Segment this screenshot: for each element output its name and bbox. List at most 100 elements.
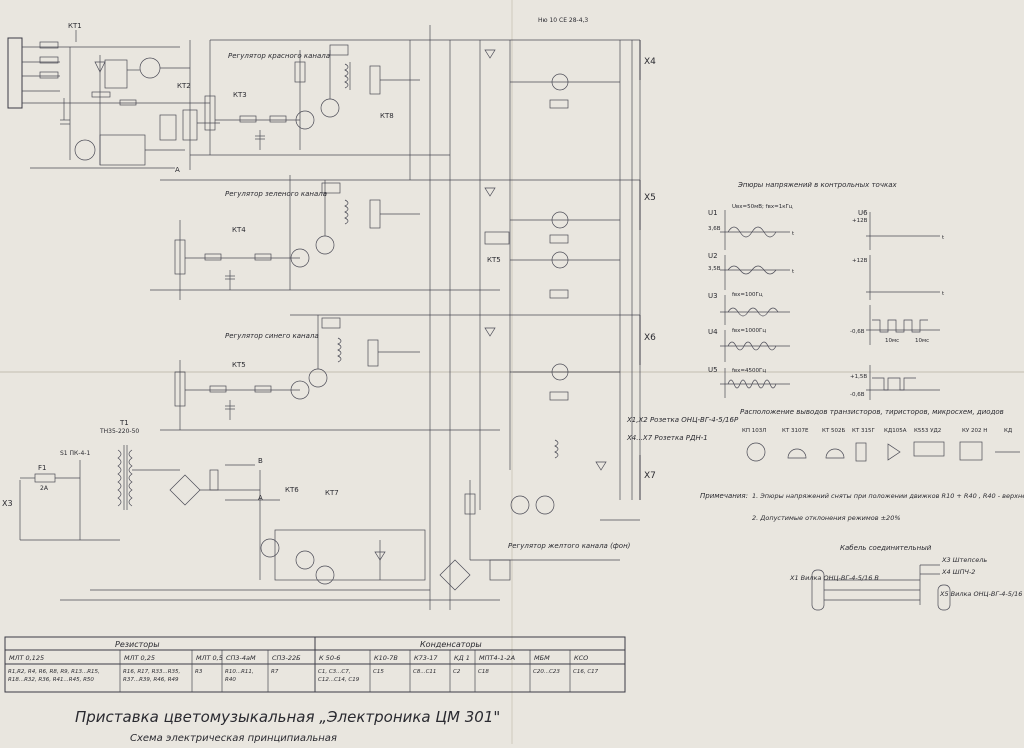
- reg-yellow-label: Регулятор желтого канала (фон): [508, 542, 631, 550]
- point-a2-label: А: [258, 494, 263, 502]
- pinout-title: Расположение выводов транзисторов, тирис…: [740, 408, 1004, 416]
- cable-title: Кабель соединительный: [840, 544, 932, 552]
- note-2: 2. Допустимые отклонения режимов ±20%: [752, 514, 901, 522]
- notes-title: Примечания:: [700, 492, 748, 500]
- wave-u5-note: fвх=4500Гц: [732, 368, 766, 374]
- table-header: КСО: [574, 654, 588, 662]
- pin-part-6: К553 УД2: [914, 428, 941, 434]
- x1x2-note: Х1,Х2 Розетка ОНЦ-ВГ-4-5/16Р: [626, 416, 739, 424]
- wave-u1-amp: 3,6В: [708, 226, 721, 232]
- table-header: К10-7В: [374, 654, 398, 662]
- reg-green-label: Регулятор зеленого канала: [225, 190, 327, 198]
- drawing-subtitle: Схема электрическая принципиальная: [130, 733, 337, 744]
- wave-r-note-1: 10мс: [885, 338, 899, 344]
- table-header: МЛТ 0,125: [9, 654, 44, 662]
- kt6-label: КТ6: [285, 486, 299, 494]
- note-1: 1. Эпюры напряжений сняты при положении …: [752, 492, 1024, 500]
- cable-x4: X4 ШПЧ-2: [941, 568, 975, 576]
- kt5b-label: КТ5: [487, 256, 501, 264]
- table-header: МЛТ 0,25: [124, 654, 155, 662]
- wave-t-4: t: [942, 291, 945, 297]
- capacitors-group: Конденсаторы: [420, 640, 482, 649]
- wave-u1: U1: [708, 209, 718, 217]
- table-cell: С8...С11: [413, 669, 436, 675]
- waveform-section: Эпюры напряжений в контрольных точках U1…: [708, 181, 945, 400]
- x3-label: Х3: [2, 499, 13, 508]
- table-cell: С18: [478, 669, 489, 675]
- table-cell: С2: [453, 669, 461, 675]
- green-channel: Регулятор зеленого канала КТ4: [150, 175, 640, 300]
- wave-r-tick-3: -0,6В: [850, 329, 865, 335]
- f1-value: 2А: [40, 485, 49, 492]
- drawing-title: Приставка цветомузыкальная „Электроника …: [75, 708, 500, 726]
- wave-u4: U4: [708, 328, 718, 336]
- kt1-label: КТ1: [68, 22, 82, 30]
- table-cell: С15: [373, 669, 384, 675]
- transistor-flat-icon: [855, 442, 867, 462]
- ic-pinout-icon: [913, 441, 945, 457]
- point-b-label: В: [258, 457, 263, 465]
- pin-part-8: КД: [1004, 428, 1013, 434]
- table-cell: R10...R11,: [225, 669, 254, 675]
- reg-blue-label: Регулятор синего канала: [225, 332, 319, 340]
- wave-u1-note: Uвх=50мВ; fвх=1кГц: [732, 204, 793, 210]
- parts-table: Резисторы Конденсаторы МЛТ 0,125 МЛТ 0,25…: [4, 636, 626, 693]
- kt5-label: КТ5: [232, 361, 246, 369]
- table-cell: С1, С3...С7,: [318, 669, 351, 675]
- kt3-label: КТ3: [233, 91, 247, 99]
- red-channel: Регулятор красного канала КТ3 КТ8: [190, 39, 640, 180]
- wave-u3-note: fвх=100Гц: [732, 292, 763, 298]
- s1-label: S1 ПК-4-1: [60, 450, 90, 457]
- notes-section: Примечания: 1. Эпюры напряжений сняты пр…: [700, 492, 1024, 522]
- resistors-group: Резисторы: [115, 640, 160, 649]
- x6-label: Х6: [644, 333, 656, 343]
- wave-r-tick-5: -0,6В: [850, 392, 865, 398]
- table-header: КД 1: [454, 654, 470, 662]
- table-header: МБМ: [534, 654, 550, 662]
- transistor-pinout-icon-2: [825, 448, 845, 459]
- wave-t-2: t: [792, 269, 795, 275]
- blue-channel: Регулятор синего канала КТ5: [160, 314, 640, 431]
- pin-part-2: КТ 3107Е: [782, 428, 809, 434]
- pinout-section: Расположение выводов транзисторов, тирис…: [740, 408, 1020, 462]
- wave-u6: U6: [858, 209, 868, 217]
- wave-u3: U3: [708, 292, 718, 300]
- table-cell: R3: [195, 669, 203, 675]
- point-a-label: А: [175, 166, 180, 174]
- connector-note: Х1,Х2 Розетка ОНЦ-ВГ-4-5/16Р Х4...Х7 Роз…: [626, 416, 739, 442]
- wave-r-tick-1: +12В: [852, 218, 868, 224]
- power-supply: Х3 F1 2А S1 ПК-4-1 Т1 ТН35-220-50 В А КТ…: [2, 419, 511, 601]
- pin-part-7: КУ 202 Н: [962, 428, 987, 434]
- table-header: СП3-4аМ: [226, 654, 256, 662]
- f1-label: F1: [38, 464, 46, 472]
- wave-t-1: t: [792, 231, 795, 237]
- cable-x5: X5 Вилка ОНЦ-ВГ-4-5/16: [939, 590, 1022, 598]
- input-stage: КТ1 КТ2 А: [7, 22, 220, 174]
- reg-red-label: Регулятор красного канала: [228, 52, 330, 60]
- kt8-label: КТ8: [380, 112, 394, 120]
- top-note: Ню 10 СЕ 28-4,3: [538, 17, 588, 24]
- table-cell: С16, С17: [573, 669, 599, 675]
- kt2-label: КТ2: [177, 82, 191, 90]
- table-cell: R1,R2, R4, R6, R8, R9, R13...R15,: [8, 669, 100, 675]
- wave-u2: U2: [708, 252, 718, 260]
- table-cell: R37...R39, R46, R49: [123, 677, 179, 683]
- thyristor-pinout-icon: [959, 441, 983, 461]
- x4-label: Х4: [644, 57, 656, 67]
- pin-part-1: КП 103Л: [742, 428, 766, 434]
- x4x7-note: Х4...Х7 Розетка РДН-1: [626, 434, 708, 442]
- table-header: К 50-6: [319, 654, 340, 662]
- waveform-title: Эпюры напряжений в контрольных точках: [737, 181, 897, 189]
- table-cell: R40: [225, 677, 236, 683]
- table-header: К73-17: [414, 654, 438, 662]
- x7-label: Х7: [644, 471, 656, 481]
- t1-type: ТН35-220-50: [99, 428, 139, 435]
- table-cell: R7: [271, 669, 279, 675]
- table-header: СП3-22Б: [272, 654, 301, 662]
- pin-part-3: КТ 502Б: [822, 428, 846, 434]
- wave-t-3: t: [942, 235, 945, 241]
- cable-x1: X1 Вилка ОНЦ-ВГ-4-5/16 В: [789, 574, 879, 582]
- wave-r-tick-2: +12В: [852, 258, 868, 264]
